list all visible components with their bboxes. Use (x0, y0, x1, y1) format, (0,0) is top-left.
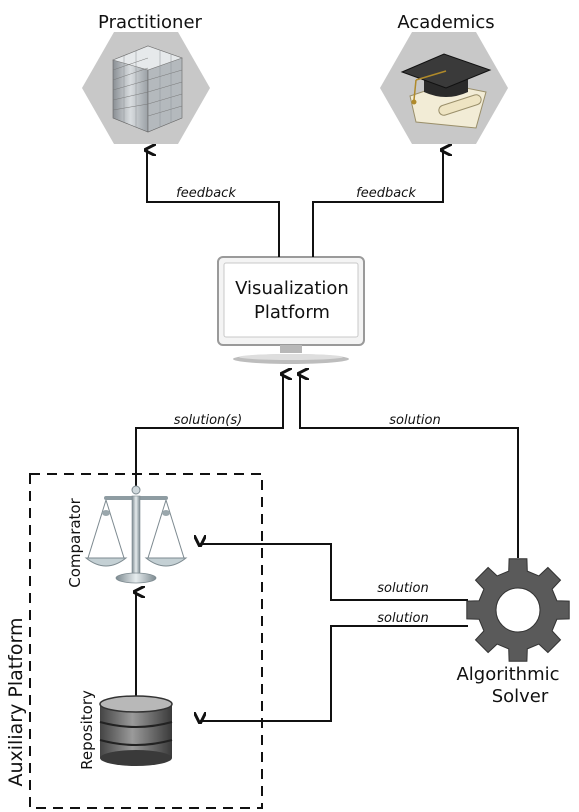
solution-arrow-solver-to-repository (200, 625, 468, 721)
database-icon[interactable] (99, 695, 173, 766)
repository-label: Repository (78, 690, 96, 770)
feedback-label-practitioner: feedback (176, 186, 236, 201)
solution-arrow-solver-to-comparator (200, 544, 468, 601)
feedback-label-academics: feedback (356, 186, 416, 201)
algorithmic-solver-label-line2: Solver (492, 686, 549, 707)
algorithmic-solver-label-line1: Algorithmic (456, 664, 559, 685)
visualization-platform-label-line2: Platform (254, 302, 330, 323)
solution-label-solver-repository: solution (377, 611, 428, 626)
graduation-cap-icon (400, 53, 492, 129)
practitioner-label: Practitioner (98, 12, 202, 33)
auxiliary-platform-label: Auxiliary Platform (5, 618, 27, 787)
feedback-arrow-practitioner (147, 150, 280, 257)
gear-icon[interactable] (466, 558, 570, 662)
monitor-icon[interactable] (217, 256, 365, 364)
office-building-icon (112, 45, 183, 133)
solutions-arrow-comparator-to-visualization (135, 374, 283, 490)
balance-scale-icon[interactable] (84, 485, 188, 584)
solution-label-solver-visualization: solution (389, 413, 440, 428)
solutions-label-comparator: solution(s) (174, 413, 242, 428)
visualization-platform-label-line1: Visualization (235, 278, 349, 299)
feedback-arrow-academics (312, 150, 443, 257)
solution-label-solver-comparator: solution (377, 581, 428, 596)
solution-arrow-solver-to-visualization (300, 374, 519, 558)
academics-label: Academics (397, 12, 494, 33)
auxiliary-platform-box (29, 473, 263, 809)
comparator-label: Comparator (66, 497, 84, 587)
